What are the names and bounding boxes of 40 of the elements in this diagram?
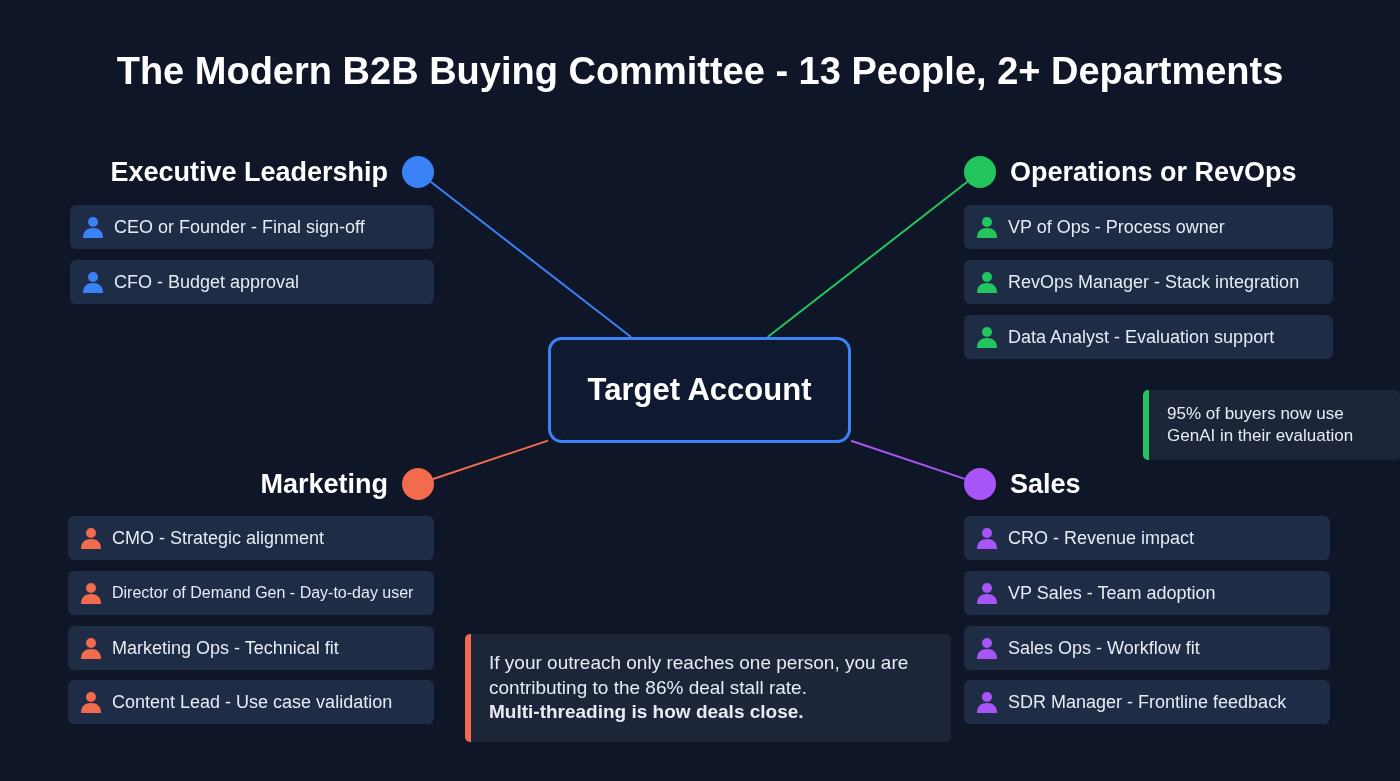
person-card <box>68 516 434 560</box>
group-heading: Marketing <box>260 468 388 500</box>
role-text: Marketing Ops - Technical fit <box>112 637 339 659</box>
role-text: CEO or Founder - Final sign-off <box>114 216 365 238</box>
role-text: Sales Ops - Workflow fit <box>1008 637 1200 659</box>
person-card <box>68 626 434 670</box>
person-card <box>964 516 1330 560</box>
role-text: VP Sales - Team adoption <box>1008 582 1216 604</box>
role-text: VP of Ops - Process owner <box>1008 216 1225 238</box>
person-card <box>964 680 1330 724</box>
role-text: CMO - Strategic alignment <box>112 527 325 549</box>
group-heading: Executive Leadership <box>110 156 388 188</box>
role-text: CRO - Revenue impact <box>1008 527 1195 549</box>
callout-box <box>465 634 951 742</box>
title: The Modern B2B Buying Committee - 13 People, 2+ Departments <box>115 50 1285 93</box>
person-card <box>70 205 434 249</box>
callout-box <box>1143 390 1400 460</box>
connector-line <box>766 180 969 338</box>
person-card <box>964 626 1330 670</box>
group-heading: Sales <box>1010 468 1081 500</box>
role-text: Director of Demand Gen - Day-to-day user <box>112 584 414 602</box>
person-card <box>964 260 1333 304</box>
connector-line <box>432 439 549 480</box>
callout-text: If your outreach only reaches one person, you are contributing to the 86% deal stall rate. Multi-threading is how deals close. <box>489 650 910 725</box>
role-text: CFO - Budget approval <box>114 271 300 293</box>
role-text: Data Analyst - Evaluation support <box>1008 326 1275 348</box>
group-heading: Operations or RevOps <box>1010 156 1297 188</box>
callout-text: 95% of buyers now use GenAI in their evaluation <box>1167 402 1355 447</box>
role-text: RevOps Manager - Stack integration <box>1008 271 1300 293</box>
connector-line <box>429 180 633 338</box>
role-text: SDR Manager - Frontline feedback <box>1008 691 1287 713</box>
central-box: Target Account <box>548 337 851 443</box>
person-card <box>964 205 1333 249</box>
person-card <box>70 260 434 304</box>
person-card <box>964 315 1333 359</box>
person-card <box>68 571 434 615</box>
connector-line <box>850 439 966 480</box>
person-card <box>68 680 434 724</box>
role-text: Content Lead - Use case validation <box>112 691 393 713</box>
person-card <box>964 571 1330 615</box>
